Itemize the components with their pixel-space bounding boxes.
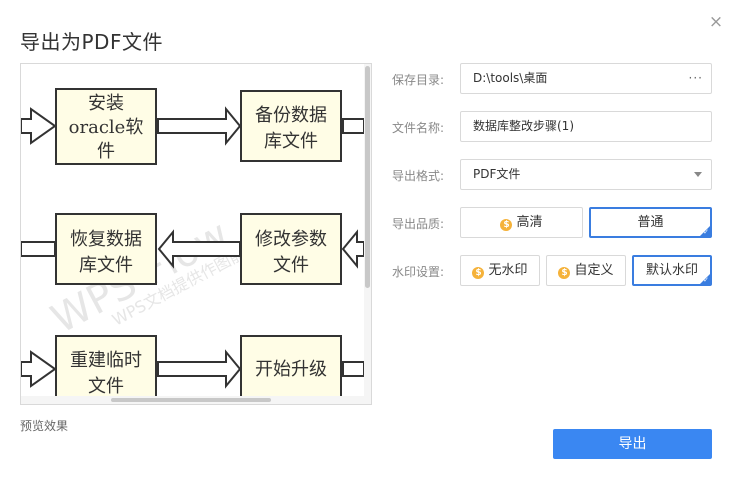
flow-arrow-left-in-2	[21, 350, 57, 388]
filename-field[interactable]: 数据库整改步骤(1)	[460, 111, 712, 142]
browse-icon[interactable]: ···	[688, 71, 703, 85]
save-dir-label: 保存目录:	[392, 73, 445, 87]
flow-arrow-right-out-3	[342, 361, 364, 377]
preview-horizontal-thumb[interactable]	[111, 398, 271, 402]
filename-label: 文件名称:	[392, 121, 445, 135]
watermark-option-none-label: 无水印	[488, 263, 528, 278]
flow-arrow-right-in	[341, 229, 364, 269]
watermark-option-none[interactable]: $无水印	[460, 255, 540, 286]
node-modify-line1: 修改参数	[255, 229, 327, 250]
quality-option-hd[interactable]: $高清	[460, 207, 583, 238]
preview-vertical-scrollbar[interactable]	[364, 64, 371, 404]
node-backup-line1: 备份数据	[255, 105, 327, 126]
flow-arrow-left-out	[21, 241, 56, 257]
dialog-title: 导出为PDF文件	[20, 30, 163, 54]
coin-icon: $	[558, 267, 571, 279]
filename-value: 数据库整改步骤(1)	[473, 119, 574, 133]
flow-arrow-right-3	[157, 349, 242, 389]
watermark-label: 水印设置:	[392, 265, 445, 279]
node-backup-line2: 库文件	[264, 131, 318, 152]
node-start-upgrade	[240, 335, 342, 396]
node-install-line2: oracle软	[69, 117, 144, 138]
quality-label: 导出品质:	[392, 217, 445, 231]
node-modify-line2: 文件	[273, 255, 309, 276]
node-modify-params	[240, 213, 342, 285]
check-icon: ✓	[703, 276, 709, 284]
preview-caption: 预览效果	[20, 419, 69, 433]
selected-corner	[699, 225, 711, 237]
node-rebuild-temp	[55, 335, 157, 396]
watermark-option-custom[interactable]: $自定义	[546, 255, 626, 286]
preview-vertical-thumb[interactable]	[365, 66, 370, 288]
close-icon[interactable]: ×	[708, 12, 724, 32]
watermark-option-custom-label: 自定义	[574, 263, 614, 278]
chevron-down-icon	[694, 172, 702, 177]
watermark-option-default[interactable]: 默认水印 ✓	[632, 255, 712, 286]
check-icon: ✓	[703, 228, 709, 236]
flowchart-preview: .nbox { fill: #fffde6; stroke: #333; str…	[21, 88, 364, 396]
node-restore	[55, 213, 157, 285]
node-rebuild-line1: 重建临时	[70, 350, 142, 371]
format-label: 导出格式:	[392, 169, 445, 183]
save-dir-field[interactable]: D:\tools\桌面 ···	[460, 63, 712, 94]
node-backup	[240, 90, 342, 162]
node-restore-line2: 库文件	[79, 255, 133, 276]
watermark-option-default-label: 默认水印	[645, 263, 698, 278]
flow-arrow-right-out	[342, 118, 364, 134]
quality-option-normal-label: 普通	[637, 215, 664, 230]
preview-horizontal-scrollbar[interactable]	[21, 396, 364, 404]
quality-option-normal[interactable]: 普通 ✓	[589, 207, 712, 238]
node-install-line1: 安装	[88, 93, 124, 114]
flow-arrow-left-2	[157, 229, 241, 269]
save-dir-value: D:\tools\桌面	[473, 71, 548, 85]
format-select[interactable]: PDF文件	[460, 159, 712, 190]
flow-arrow-right-1	[157, 106, 242, 146]
selected-corner	[699, 273, 711, 285]
flow-arrow-left-in	[21, 107, 57, 145]
node-restore-line1: 恢复数据	[70, 229, 142, 250]
node-rebuild-line2: 文件	[88, 376, 124, 396]
preview-pane: .nbox { fill: #fffde6; stroke: #333; str…	[20, 63, 372, 405]
quality-option-hd-label: 高清	[516, 215, 543, 230]
node-install	[55, 88, 157, 165]
format-value: PDF文件	[473, 167, 521, 181]
export-button[interactable]: 导出	[553, 429, 712, 459]
coin-icon: $	[472, 267, 485, 279]
node-install-line3: 件	[97, 141, 115, 162]
coin-icon: $	[500, 219, 513, 231]
node-upgrade-label: 开始升级	[255, 359, 327, 380]
